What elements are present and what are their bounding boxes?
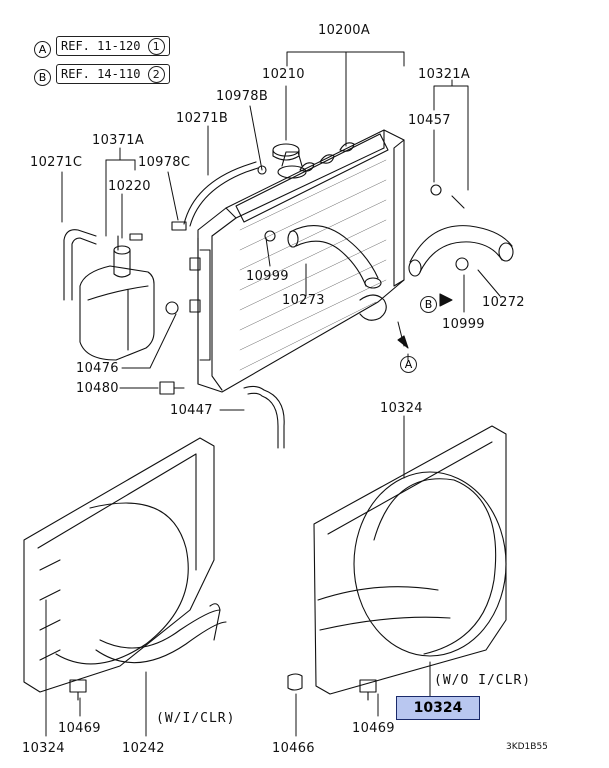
ref-text-b: REF. 14-110 [61,67,141,81]
marker-b: B [420,296,437,313]
lower-hose [408,225,514,277]
label-10466[interactable]: 10466 [272,741,315,756]
reserve-tank [79,235,155,361]
overflow-hose-10271b [183,161,259,227]
label-10210[interactable]: 10210 [262,67,305,82]
label-10273[interactable]: 10273 [282,293,325,308]
bolts [159,301,185,395]
label-10469-right[interactable]: 10469 [352,721,395,736]
label-10220[interactable]: 10220 [108,179,151,194]
label-10242[interactable]: 10242 [122,741,165,756]
marker-a: A [400,356,417,373]
highlighted-part-label: 10324 [413,700,463,716]
drain-hose-10447 [243,385,285,449]
label-10324-top[interactable]: 10324 [380,401,423,416]
ref-row-a: A [34,38,51,58]
label-10324-left[interactable]: 10324 [22,741,65,756]
ref-letter-b: B [34,69,51,86]
label-10469-left[interactable]: 10469 [58,721,101,736]
label-10272[interactable]: 10272 [482,295,525,310]
label-10321a[interactable]: 10321A [418,67,471,82]
label-10271b[interactable]: 10271B [176,111,229,126]
label-10271c[interactable]: 10271C [30,155,83,170]
leader-lines [45,51,501,737]
label-10978b[interactable]: 10978B [216,89,269,104]
radiator [189,129,405,393]
note-with-intercooler: (W/I/CLR) [156,711,236,726]
highlighted-part-10324[interactable]: 10324 [396,696,480,720]
label-10200a[interactable]: 10200A [318,23,371,38]
reserve-hose-10271c [63,229,97,301]
ref-num-b: 2 [147,66,165,83]
diagram-code: 3KD1B55 [506,742,548,752]
radiator-cap [272,143,300,161]
label-10999-right[interactable]: 10999 [442,317,485,332]
label-10476[interactable]: 10476 [76,361,119,376]
ref-text-a: REF. 11-120 [61,39,141,53]
direction-arrows [397,293,453,349]
ref-num-a: 1 [147,38,165,55]
ref-box-a[interactable]: REF. 11-120 1 [56,36,170,56]
fan-shroud-left [23,437,227,693]
label-10480[interactable]: 10480 [76,381,119,396]
upper-hose [287,225,382,289]
ref-letter-a: A [34,41,51,58]
label-10978c[interactable]: 10978C [138,155,191,170]
label-10999-left[interactable]: 10999 [246,269,289,284]
ref-box-b[interactable]: REF. 14-110 2 [56,64,170,84]
label-10447[interactable]: 10447 [170,403,213,418]
fan-shroud-right [313,425,507,695]
ref-row-b: B [34,66,51,86]
hose-clamps [129,165,465,242]
bottom-fasteners [69,673,377,701]
label-10457[interactable]: 10457 [408,113,451,128]
note-without-intercooler: (W/O I/CLR) [434,673,532,688]
label-10371a[interactable]: 10371A [92,133,145,148]
